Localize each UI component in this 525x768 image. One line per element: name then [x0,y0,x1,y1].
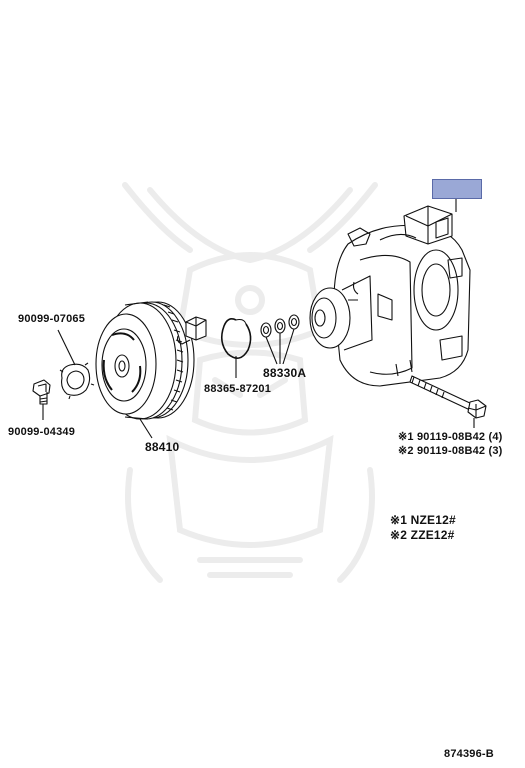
label-88330A[interactable]: 88330A [263,366,307,380]
note-zze12: ※2 ZZE12# [390,528,455,542]
samurai-helmet-watermark-icon [122,182,378,583]
label-90099-07065[interactable]: 90099-07065 [18,313,86,325]
bolt-90099-04349 [32,379,51,420]
label-90119-08B42-zze[interactable]: ※2 90119-08B42 (3) [398,445,503,457]
snap-ring-88365-87201 [220,318,252,378]
label-90099-04349[interactable]: 90099-04349 [8,426,76,438]
label-88365-87201[interactable]: 88365-87201 [204,383,272,395]
highlighted-part-box[interactable] [432,179,482,199]
compressor-assembly [309,197,471,387]
shims-88330A [260,314,300,365]
clutch-pulley-88410 [95,301,195,439]
stator-connector [176,316,207,345]
note-nze12: ※1 NZE12# [390,513,456,527]
shim-90099-07065 [57,329,95,400]
label-90119-08B42-nze[interactable]: ※1 90119-08B42 (4) [398,431,503,443]
label-88410[interactable]: 88410 [145,440,180,454]
diagram-reference-code: 874396-B [444,748,494,760]
through-bolt-90119-08B42 [409,375,487,428]
